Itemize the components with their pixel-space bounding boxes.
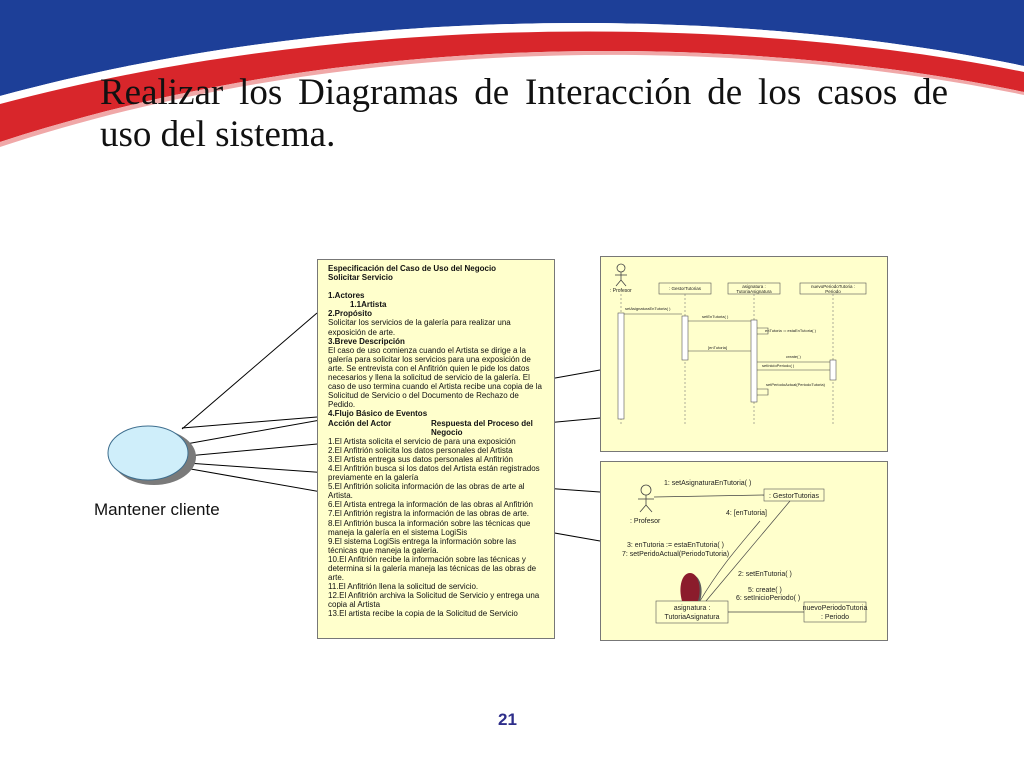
message-arrows [624, 313, 830, 396]
spec-step: 9.El sistema LogiSis entrega la informac… [328, 536, 517, 555]
spec-actor-1: 1.1Artista [350, 300, 387, 310]
collab-asignatura-label: TutoriaAsignatura [665, 614, 720, 621]
spec-step: 5.El Anfitrión solicita información de l… [328, 482, 525, 501]
seq-message: setAsignaturaEnTutoria( ) [625, 306, 671, 311]
slide-title: Realizar los Diagramas de Interacción de… [100, 72, 948, 155]
spec-step: 12.El Anfitrión archiva la Solicitud de … [328, 591, 540, 610]
spec-actors-heading: 1.Actores [328, 291, 365, 301]
seq-object-label: asignatura : [742, 284, 766, 289]
spec-step: 8.El Anfitrión busca la información sobr… [328, 518, 531, 537]
connector-line [181, 312, 318, 430]
collab-message: 3: enTutoria := estaEnTutoria( ) [627, 542, 724, 549]
collab-profesor-label: : Profesor [630, 518, 661, 525]
collab-asignatura-label: asignatura : [674, 605, 711, 612]
collab-gestor-label: : GestorTutorias [769, 493, 819, 500]
use-case-specification: Especificación del Caso de Uso del Negoc… [317, 259, 555, 639]
collab-message: 1: setAsignaturaEnTutoria( ) [664, 480, 751, 487]
collab-message: 7: setPeridoActual(PeriodoTutoria) [622, 551, 729, 558]
use-case-label: Mantener cliente [94, 500, 220, 519]
spec-purpose-heading: 2.Propósito [328, 309, 373, 319]
spec-brief-text: El caso de uso comienza cuando el Artist… [328, 345, 542, 410]
collaboration-diagram: : Profesor : GestorTutorias asignatura :… [600, 461, 888, 641]
spec-flow-heading: 4.Flujo Básico de Eventos [328, 409, 428, 419]
actor-stick-figure [615, 263, 627, 287]
banner-red-band [0, 31, 1024, 142]
seq-object-label: : GestorTutorias [669, 286, 702, 291]
spec-step: 7.El Anfitrión registra la información d… [328, 509, 529, 519]
seq-message: enTutoria := estaEnTutoria( ) [765, 328, 817, 333]
spec-step: 1.El Artista solicita el servicio de par… [328, 436, 516, 446]
page-number: 21 [498, 710, 517, 729]
spec-header-line1: Especificación del Caso de Uso del Negoc… [328, 264, 497, 273]
spec-step: 2.El Anfitrión solicita los datos person… [328, 445, 513, 455]
collab-links [653, 494, 804, 613]
seq-object-label: Periodo [825, 289, 841, 294]
spec-brief-heading: 3.Breve Descripción [328, 336, 405, 346]
spec-step: 13.El artista recibe la copia de la Soli… [328, 609, 518, 619]
collab-periodo-label: nuevoPeriodoTutoria [803, 605, 868, 612]
collab-periodo-label: : Periodo [821, 614, 849, 621]
spec-step: 4.El Anfitrión busca si los datos del Ar… [328, 463, 540, 483]
spec-header-line2: Solicitar Servicio [328, 273, 393, 283]
collab-message: 5: create( ) [748, 587, 782, 594]
seq-message: setInicioPeriodo( ) [762, 363, 795, 368]
spec-purpose-text: Solicitar los servicios de la galería pa… [328, 318, 511, 337]
activation-bars [617, 312, 837, 420]
connector-line [181, 416, 318, 429]
spec-col-actor: Acción del Actor [328, 418, 392, 428]
spec-col-response: Respuesta del Proceso del Negocio [431, 418, 533, 437]
banner-blue-band [0, 0, 1024, 96]
profesor-actor-figure [638, 484, 654, 513]
collab-message: 6: setInicioPeriodo( ) [736, 595, 800, 602]
seq-object-label: nuevoPeriodoTutoria : [811, 284, 855, 289]
spec-step: 10.El Anfitrión recibe la información so… [328, 554, 537, 583]
spec-flow-columns: Acción del Actor Respuesta del Proceso d… [328, 419, 546, 437]
spec-step: 6.El Artista entrega la información de l… [328, 500, 533, 510]
collab-message: 2: setEnTutoria( ) [738, 571, 792, 578]
sequence-diagram: : Profesor : GestorTutorias asignatura :… [600, 256, 888, 452]
seq-message: create( ) [786, 354, 802, 359]
self-link [680, 573, 700, 601]
seq-message: [enTutoria] [708, 345, 727, 350]
collab-message: 4: [enTutoria] [726, 510, 767, 517]
seq-object-label: TutoriaAsignatura [736, 289, 772, 294]
header-banner [0, 0, 1024, 147]
spec-step: 11.El Anfitrión llena la solicitud de se… [328, 582, 479, 592]
spec-step: 3.El Artista entrega sus datos personale… [328, 454, 513, 464]
use-case-ellipse [107, 425, 189, 481]
seq-actor-label: : Profesor [610, 288, 632, 294]
seq-message: setEnTutoria( ) [702, 314, 729, 319]
seq-message: setPeriodoActual(PeriodoTutoria) [766, 382, 826, 387]
